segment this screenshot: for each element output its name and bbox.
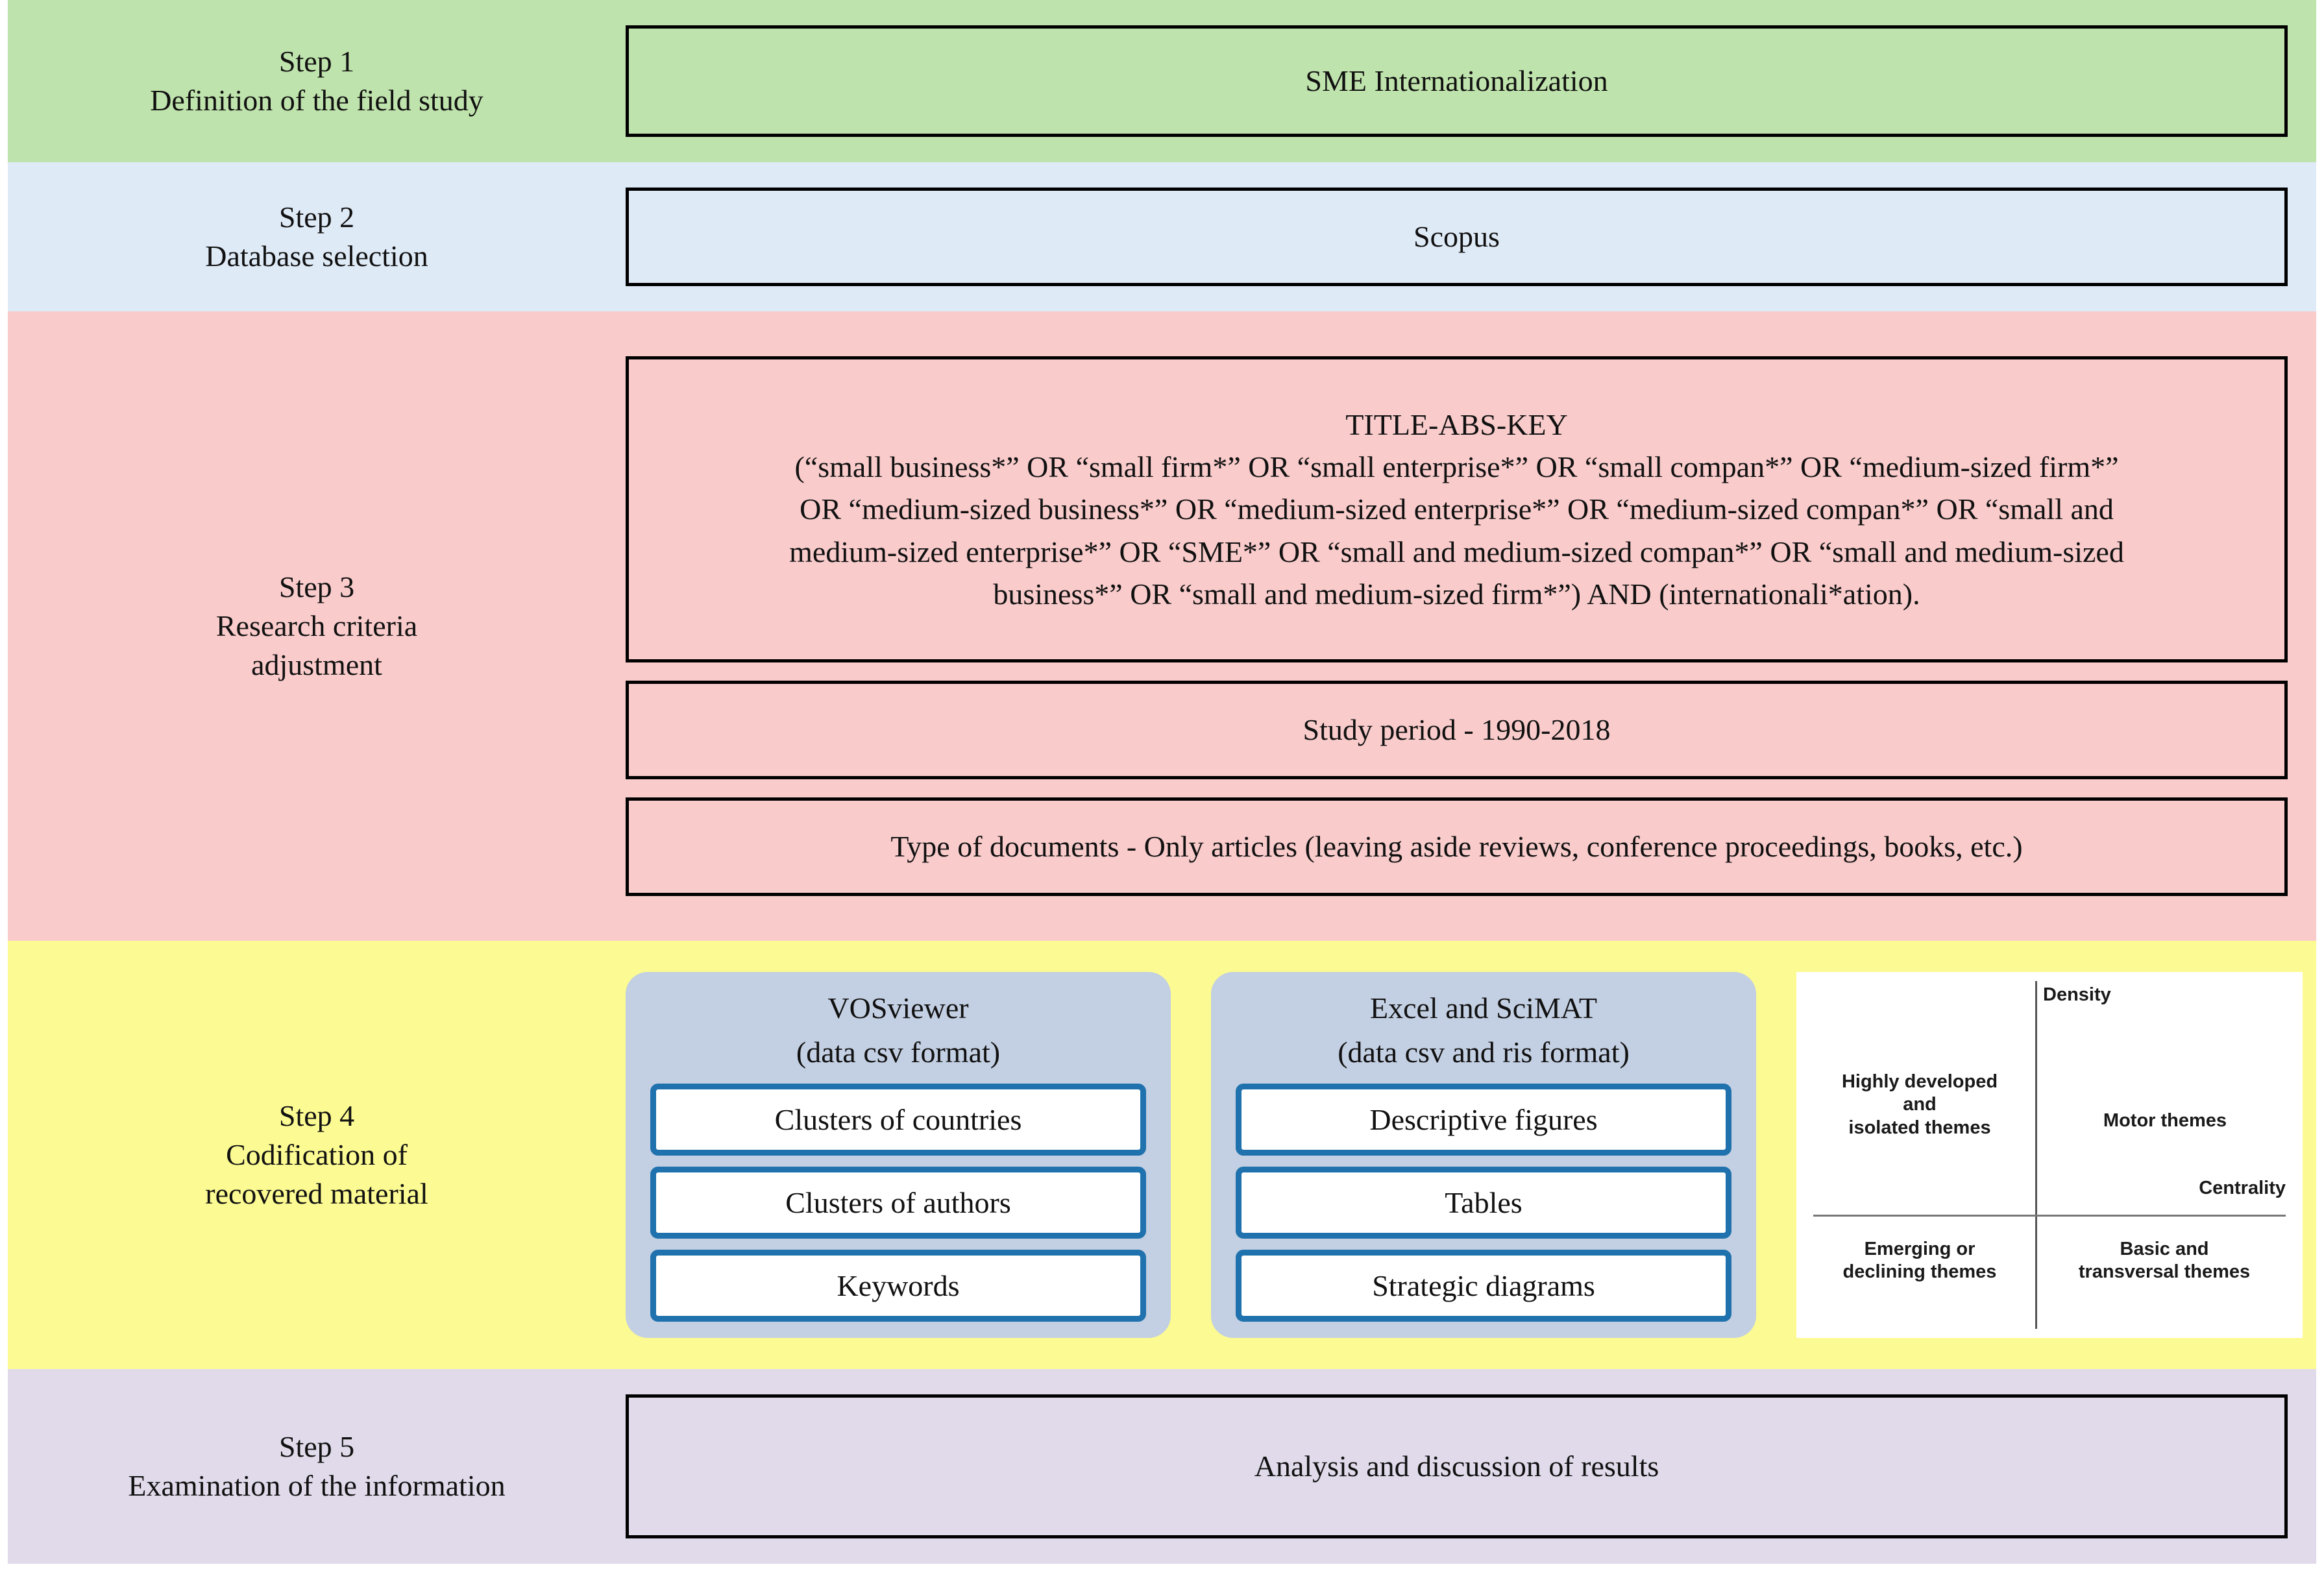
step-5-body: Analysis and discussion of results <box>626 1369 2316 1564</box>
step-2-label: Step 2 Database selection <box>8 162 626 311</box>
vosviewer-item-clusters-of-authors[interactable]: Clusters of authors <box>650 1166 1146 1239</box>
vosviewer-panel: VOSviewer (data csv format) Clusters of … <box>626 972 1171 1338</box>
excel-scimat-subtitle: (data csv and ris format) <box>1338 1035 1630 1069</box>
vosviewer-item-clusters-of-countries[interactable]: Clusters of countries <box>650 1083 1146 1156</box>
step-5-label-line-2: Examination of the information <box>128 1469 506 1502</box>
step-4-label-line-3: recovered material <box>205 1176 428 1210</box>
search-query-box: TITLE-ABS-KEY (“small business*” OR “sma… <box>626 356 2288 662</box>
step-3-row: Step 3 Research criteria adjustment TITL… <box>8 311 2316 941</box>
step-1-row: Step 1 Definition of the field study SME… <box>8 0 2316 162</box>
quadrant-label-basic-transversal: Basic and transversal themes <box>2078 1239 2251 1283</box>
quadrant-label-emerging-declining: Emerging or declining themes <box>1842 1239 1997 1283</box>
query-line-5: business*” OR “small and medium-sized fi… <box>993 577 1920 611</box>
quadrant-centrality-axis-label: Centrality <box>2199 1178 2286 1198</box>
step-4-body: VOSviewer (data csv format) Clusters of … <box>626 941 2324 1369</box>
step-3-label-line-3: adjustment <box>251 648 382 681</box>
step-2-row: Step 2 Database selection Scopus <box>8 162 2316 311</box>
strategic-quadrant-diagram: Density Centrality Highly developed and … <box>1796 972 2303 1338</box>
quadrant-density-axis-label: Density <box>2043 984 2111 1005</box>
study-period-box: Study period - 1990-2018 <box>626 681 2288 779</box>
query-line-2: (“small business*” OR “small firm*” OR “… <box>794 450 2119 484</box>
step-1-label: Step 1 Definition of the field study <box>8 0 626 162</box>
step-4-panels: VOSviewer (data csv format) Clusters of … <box>626 956 2324 1353</box>
query-line-1: TITLE-ABS-KEY <box>1345 407 1568 441</box>
step-2-label-line-1: Step 2 <box>278 200 355 234</box>
step-1-label-line-1: Step 1 <box>278 45 355 79</box>
step-5-row: Step 5 Examination of the information An… <box>8 1369 2316 1564</box>
excel-scimat-item-descriptive-figures[interactable]: Descriptive figures <box>1236 1083 1731 1156</box>
step-3-body: TITLE-ABS-KEY (“small business*” OR “sma… <box>626 311 2316 941</box>
step-3-label-line-2: Research criteria <box>215 609 418 643</box>
step-4-label-line-2: Codification of <box>226 1138 408 1172</box>
step-1-body: SME Internationalization <box>626 0 2316 162</box>
excel-scimat-panel: Excel and SciMAT (data csv and ris forma… <box>1211 972 1756 1338</box>
excel-scimat-title: Excel and SciMAT <box>1369 991 1598 1025</box>
quadrant-label-highly-developed-isolated: Highly developed and isolated themes <box>1841 1071 1998 1138</box>
step-5-label-line-1: Step 5 <box>278 1430 355 1464</box>
query-line-4: medium-sized enterprise*” OR “SME*” OR “… <box>789 535 2124 568</box>
step-3-label-line-1: Step 3 <box>278 570 355 604</box>
quadrant-vertical-axis <box>2035 981 2037 1329</box>
step-2-body: Scopus <box>626 162 2316 311</box>
vosviewer-subtitle: (data csv format) <box>796 1035 1001 1069</box>
vosviewer-item-keywords[interactable]: Keywords <box>650 1249 1146 1322</box>
step-5-label: Step 5 Examination of the information <box>8 1369 626 1564</box>
step-4-label-line-1: Step 4 <box>278 1099 355 1133</box>
excel-scimat-item-tables[interactable]: Tables <box>1236 1166 1731 1239</box>
search-query-text: TITLE-ABS-KEY (“small business*” OR “sma… <box>648 404 2265 616</box>
step-3-label: Step 3 Research criteria adjustment <box>8 311 626 941</box>
quadrant-horizontal-axis <box>1813 1215 2286 1217</box>
step-4-row: Step 4 Codification of recovered materia… <box>8 941 2316 1369</box>
step-2-label-line-2: Database selection <box>205 239 428 273</box>
sme-internationalization-box: SME Internationalization <box>626 25 2288 137</box>
vosviewer-title: VOSviewer <box>827 991 969 1025</box>
query-line-3: OR “medium-sized business*” OR “medium-s… <box>800 492 2114 526</box>
analysis-discussion-box: Analysis and discussion of results <box>626 1394 2288 1538</box>
step-4-label: Step 4 Codification of recovered materia… <box>8 941 626 1369</box>
document-types-box: Type of documents - Only articles (leavi… <box>626 797 2288 896</box>
scopus-database-box: Scopus <box>626 188 2288 286</box>
excel-scimat-item-strategic-diagrams[interactable]: Strategic diagrams <box>1236 1249 1731 1322</box>
step-1-label-line-2: Definition of the field study <box>150 84 483 117</box>
quadrant-label-motor-themes: Motor themes <box>2103 1110 2227 1131</box>
